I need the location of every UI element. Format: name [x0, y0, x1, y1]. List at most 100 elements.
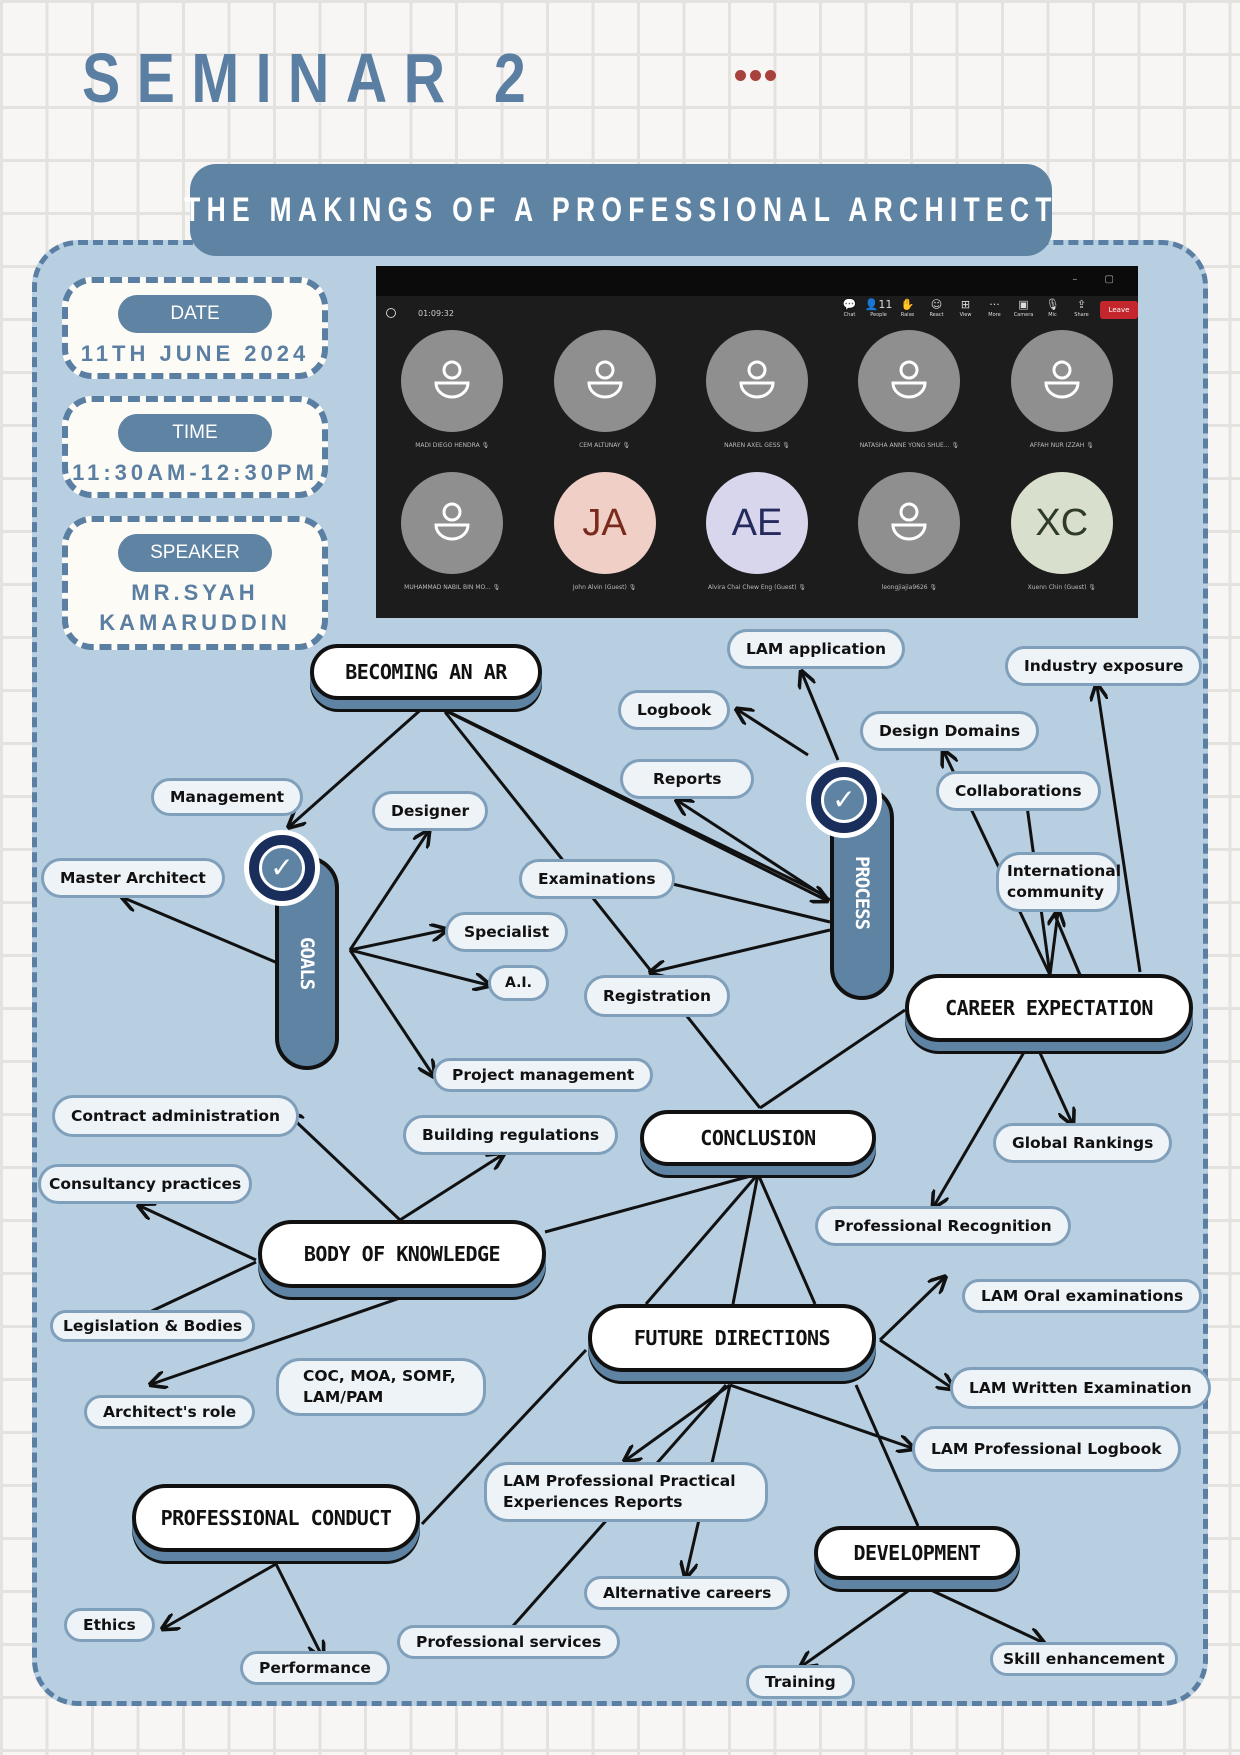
default-person-icon [1010, 330, 1113, 432]
node-design-domains[interactable]: Design Domains [860, 711, 1040, 751]
avatar: XC [1010, 472, 1113, 574]
node-lam-professional-logbook[interactable]: LAM Professional Logbook [912, 1426, 1181, 1472]
node-skill-enhancement[interactable]: Skill enhancement [990, 1642, 1178, 1676]
mic-icon: 🎙 [1045, 298, 1060, 311]
node-lam-ppe-reports[interactable]: LAM Professional Practical Experiences R… [484, 1462, 768, 1522]
seminar-title: SEMINAR 2 [82, 39, 543, 117]
speaker-name-line1: MR.SYAH [131, 580, 259, 605]
participant-name: Alvira Chai Chew Eng (Guest) 🎙 [708, 584, 806, 591]
node-specialist[interactable]: Specialist [445, 912, 568, 952]
node-international-community[interactable]: International community [996, 852, 1121, 912]
node-alternative-careers[interactable]: Alternative careers [584, 1576, 791, 1610]
node-examinations[interactable]: Examinations [519, 859, 675, 899]
node-training[interactable]: Training [746, 1665, 855, 1699]
node-building-regulations[interactable]: Building regulations [403, 1115, 619, 1155]
toolbar-label: Chat [843, 312, 856, 318]
hub-career-expectation[interactable]: CAREER EXPECTATION [905, 974, 1193, 1042]
participant-name: leongjiajia9626 🎙 [881, 584, 938, 591]
speaker-name: MR.SYAH KAMARUDDIN [99, 578, 291, 638]
leave-button[interactable]: Leave [1100, 301, 1138, 319]
camera-button[interactable]: ▣Camera [1009, 298, 1038, 319]
node-logbook[interactable]: Logbook [618, 690, 731, 730]
toolbar-label: View [959, 312, 972, 318]
more-button[interactable]: ···More [980, 298, 1009, 319]
speaker-label: SPEAKER [118, 534, 272, 572]
hub-development[interactable]: DEVELOPMENT [814, 1526, 1020, 1580]
hub-conclusion[interactable]: CONCLUSION [640, 1110, 876, 1166]
chat-button[interactable]: 💬Chat [835, 298, 864, 319]
default-person-icon [858, 330, 961, 432]
node-professional-recognition[interactable]: Professional Recognition [815, 1206, 1071, 1246]
node-consultancy-practices[interactable]: Consultancy practices [38, 1164, 253, 1204]
more-icon: ··· [989, 298, 1000, 311]
node-master-architect[interactable]: Master Architect [41, 858, 225, 898]
view-button[interactable]: ⊞View [951, 298, 980, 319]
node-coc-moa-somf-lam-pam[interactable]: COC, MOA, SOMF, LAM/PAM [276, 1358, 486, 1416]
node-reports[interactable]: Reports [620, 759, 755, 799]
hub-future-directions[interactable]: FUTURE DIRECTIONS [588, 1304, 876, 1372]
default-person-icon [705, 330, 808, 432]
node-global-rankings[interactable]: Global Rankings [993, 1123, 1173, 1163]
subtitle-banner: THE MAKINGS OF A PROFESSIONAL ARCHITECT [184, 164, 1052, 256]
node-lam-written-examination[interactable]: LAM Written Examination [950, 1367, 1211, 1409]
speaker-card: SPEAKER MR.SYAH KAMARUDDIN [62, 516, 328, 650]
default-person-icon [401, 330, 504, 432]
participant-name: Xuenn Chin (Guest) 🎙 [1027, 584, 1096, 591]
date-value: 11TH JUNE 2024 [80, 341, 310, 366]
subtitle-text: THE MAKINGS OF A PROFESSIONAL ARCHITECT [184, 190, 1058, 229]
participant-tile: leongjiajia9626 🎙 [833, 472, 985, 606]
shield-icon [386, 308, 396, 318]
more-dots-icon [735, 70, 776, 81]
participant-name: MUHAMMAD NABIL BIN MO... 🎙 [404, 584, 501, 591]
node-legislation-bodies[interactable]: Legislation & Bodies [50, 1310, 256, 1342]
react-button[interactable]: ☺React [922, 298, 951, 319]
participant-name: NATASHA ANNE YONG SHUE... 🎙 [859, 442, 960, 449]
node-designer[interactable]: Designer [372, 791, 489, 831]
node-architects-role[interactable]: Architect's role [84, 1395, 256, 1429]
participant-tile: JA John Alvin (Guest) 🎙 [528, 472, 680, 606]
node-industry-exposure[interactable]: Industry exposure [1005, 646, 1203, 686]
meeting-timer: 01:09:32 [418, 308, 454, 318]
avatar: JA [553, 472, 656, 574]
node-registration[interactable]: Registration [584, 975, 731, 1017]
default-person-icon [553, 330, 656, 432]
node-collaborations[interactable]: Collaborations [936, 771, 1101, 811]
process-label: PROCESS [851, 856, 873, 930]
toolbar-label: Raise [900, 312, 915, 318]
participant-name: MADI DIEGO HENDRA 🎙 [415, 442, 490, 449]
node-performance[interactable]: Performance [240, 1651, 390, 1685]
goals-label: GOALS [296, 936, 318, 990]
node-lam-application[interactable]: LAM application [727, 629, 906, 669]
time-label: TIME [118, 414, 272, 452]
participant-tile: MUHAMMAD NABIL BIN MO... 🎙 [376, 472, 528, 606]
window-controls[interactable]: – ▢ [1072, 274, 1126, 285]
hub-professional-conduct[interactable]: PROFESSIONAL CONDUCT [132, 1484, 420, 1552]
toolbar-label: People [870, 312, 887, 318]
node-professional-services[interactable]: Professional services [397, 1625, 621, 1659]
node-project-management[interactable]: Project management [433, 1058, 654, 1092]
mic-button[interactable]: 🎙Mic [1038, 298, 1067, 319]
node-management[interactable]: Management [151, 778, 304, 816]
hub-body-of-knowledge[interactable]: BODY OF KNOWLEDGE [258, 1220, 546, 1288]
toolbar-label: More [988, 312, 1001, 318]
node-lam-oral-examinations[interactable]: LAM Oral examinations [962, 1279, 1203, 1313]
react-icon: ☺ [930, 298, 943, 311]
toolbar-label: Camera [1013, 312, 1034, 318]
speaker-name-line2: KAMARUDDIN [99, 610, 291, 635]
raise-hand-button[interactable]: ✋Raise [893, 298, 922, 319]
participant-tile: XC Xuenn Chin (Guest) 🎙 [986, 472, 1138, 606]
node-ai[interactable]: A.I. [488, 965, 549, 1001]
participant-name: AFFAH NUR IZZAH 🎙 [1029, 442, 1094, 449]
node-ethics[interactable]: Ethics [64, 1608, 155, 1642]
participant-name: John Alvin (Guest) 🎙 [572, 584, 637, 591]
node-contract-administration[interactable]: Contract administration [52, 1095, 300, 1137]
share-button[interactable]: ⇪Share [1067, 298, 1096, 319]
camera-icon: ▣ [1018, 298, 1029, 311]
goals-check-icon: ✓ [244, 830, 320, 906]
hub-becoming-an-ar[interactable]: BECOMING AN AR [310, 644, 542, 700]
date-card: DATE 11TH JUNE 2024 [62, 277, 328, 379]
meeting-titlebar: – ▢ [376, 266, 1138, 296]
